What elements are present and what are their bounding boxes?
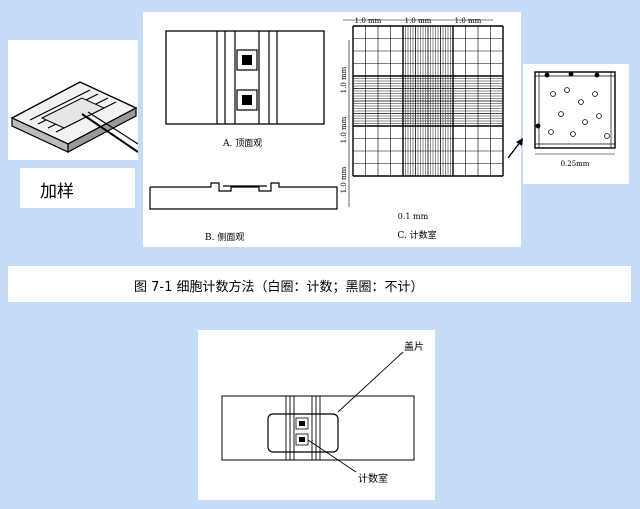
zoom-arrow [507,138,523,159]
white-circle [604,133,610,139]
white-circle [582,119,588,125]
top-view-drawing [165,30,325,125]
white-circle [578,99,584,105]
white-circle [596,113,602,119]
col-dim-3: 1.0 mm [455,17,482,25]
side-view-label: B. 侧面观 [205,233,245,243]
hemocytometer-illustration [10,81,139,153]
col-dim-1: 1.0 mm [355,17,382,25]
figure-caption: 图 7-1 细胞计数方法（白圈：计数；黑圈：不计） [134,280,424,295]
top-view-label: A. 顶面观 [223,139,263,149]
black-circle [568,71,574,77]
caption-bar: 图 7-1 细胞计数方法（白圈：计数；黑圈：不计） [8,266,631,302]
black-circle [544,72,550,78]
grid-lines [352,25,504,177]
black-circle [594,72,600,78]
sample-panel [8,40,139,160]
white-circle [592,91,598,97]
diagram-panel: A. 顶面观 B. 侧面观 1.0 mm 1.0 mm 1.0 mm 1.0 m… [143,12,521,247]
side-view-drawing [149,182,338,210]
white-circle [570,131,576,137]
white-circle [564,87,570,93]
row-dim-3: 1.0 mm [340,166,348,193]
col-dim-2: 1.0 mm [405,17,432,25]
bottom-panel: 盖片 计数室 [198,330,435,500]
zoom-panel: 0.25mm [523,64,629,184]
coverslip [267,413,339,453]
row-dim-2: 1.0 mm [340,116,348,143]
chamber-label: C. 计数室 [397,229,436,241]
sample-label-box: 加样 [20,168,135,208]
black-circle [535,123,541,129]
counting-chamber-grid: 1.0 mm 1.0 mm 1.0 mm 1.0 mm 1.0 mm 1.0 m… [340,17,504,241]
white-circle [548,129,554,135]
coverslip-label: 盖片 [404,340,424,353]
white-circle [558,111,564,117]
chamber-slide-drawing: 盖片 计数室 [221,340,424,485]
zoom-dim-label: 0.25mm [561,160,590,168]
zoom-square-drawing: 0.25mm [534,71,616,168]
white-circle [550,91,556,97]
small-dim-label: 0.1 mm [398,212,429,221]
sample-label: 加样 [40,182,74,202]
chamber-bottom-label: 计数室 [358,472,388,485]
row-dim-1: 1.0 mm [340,66,348,93]
